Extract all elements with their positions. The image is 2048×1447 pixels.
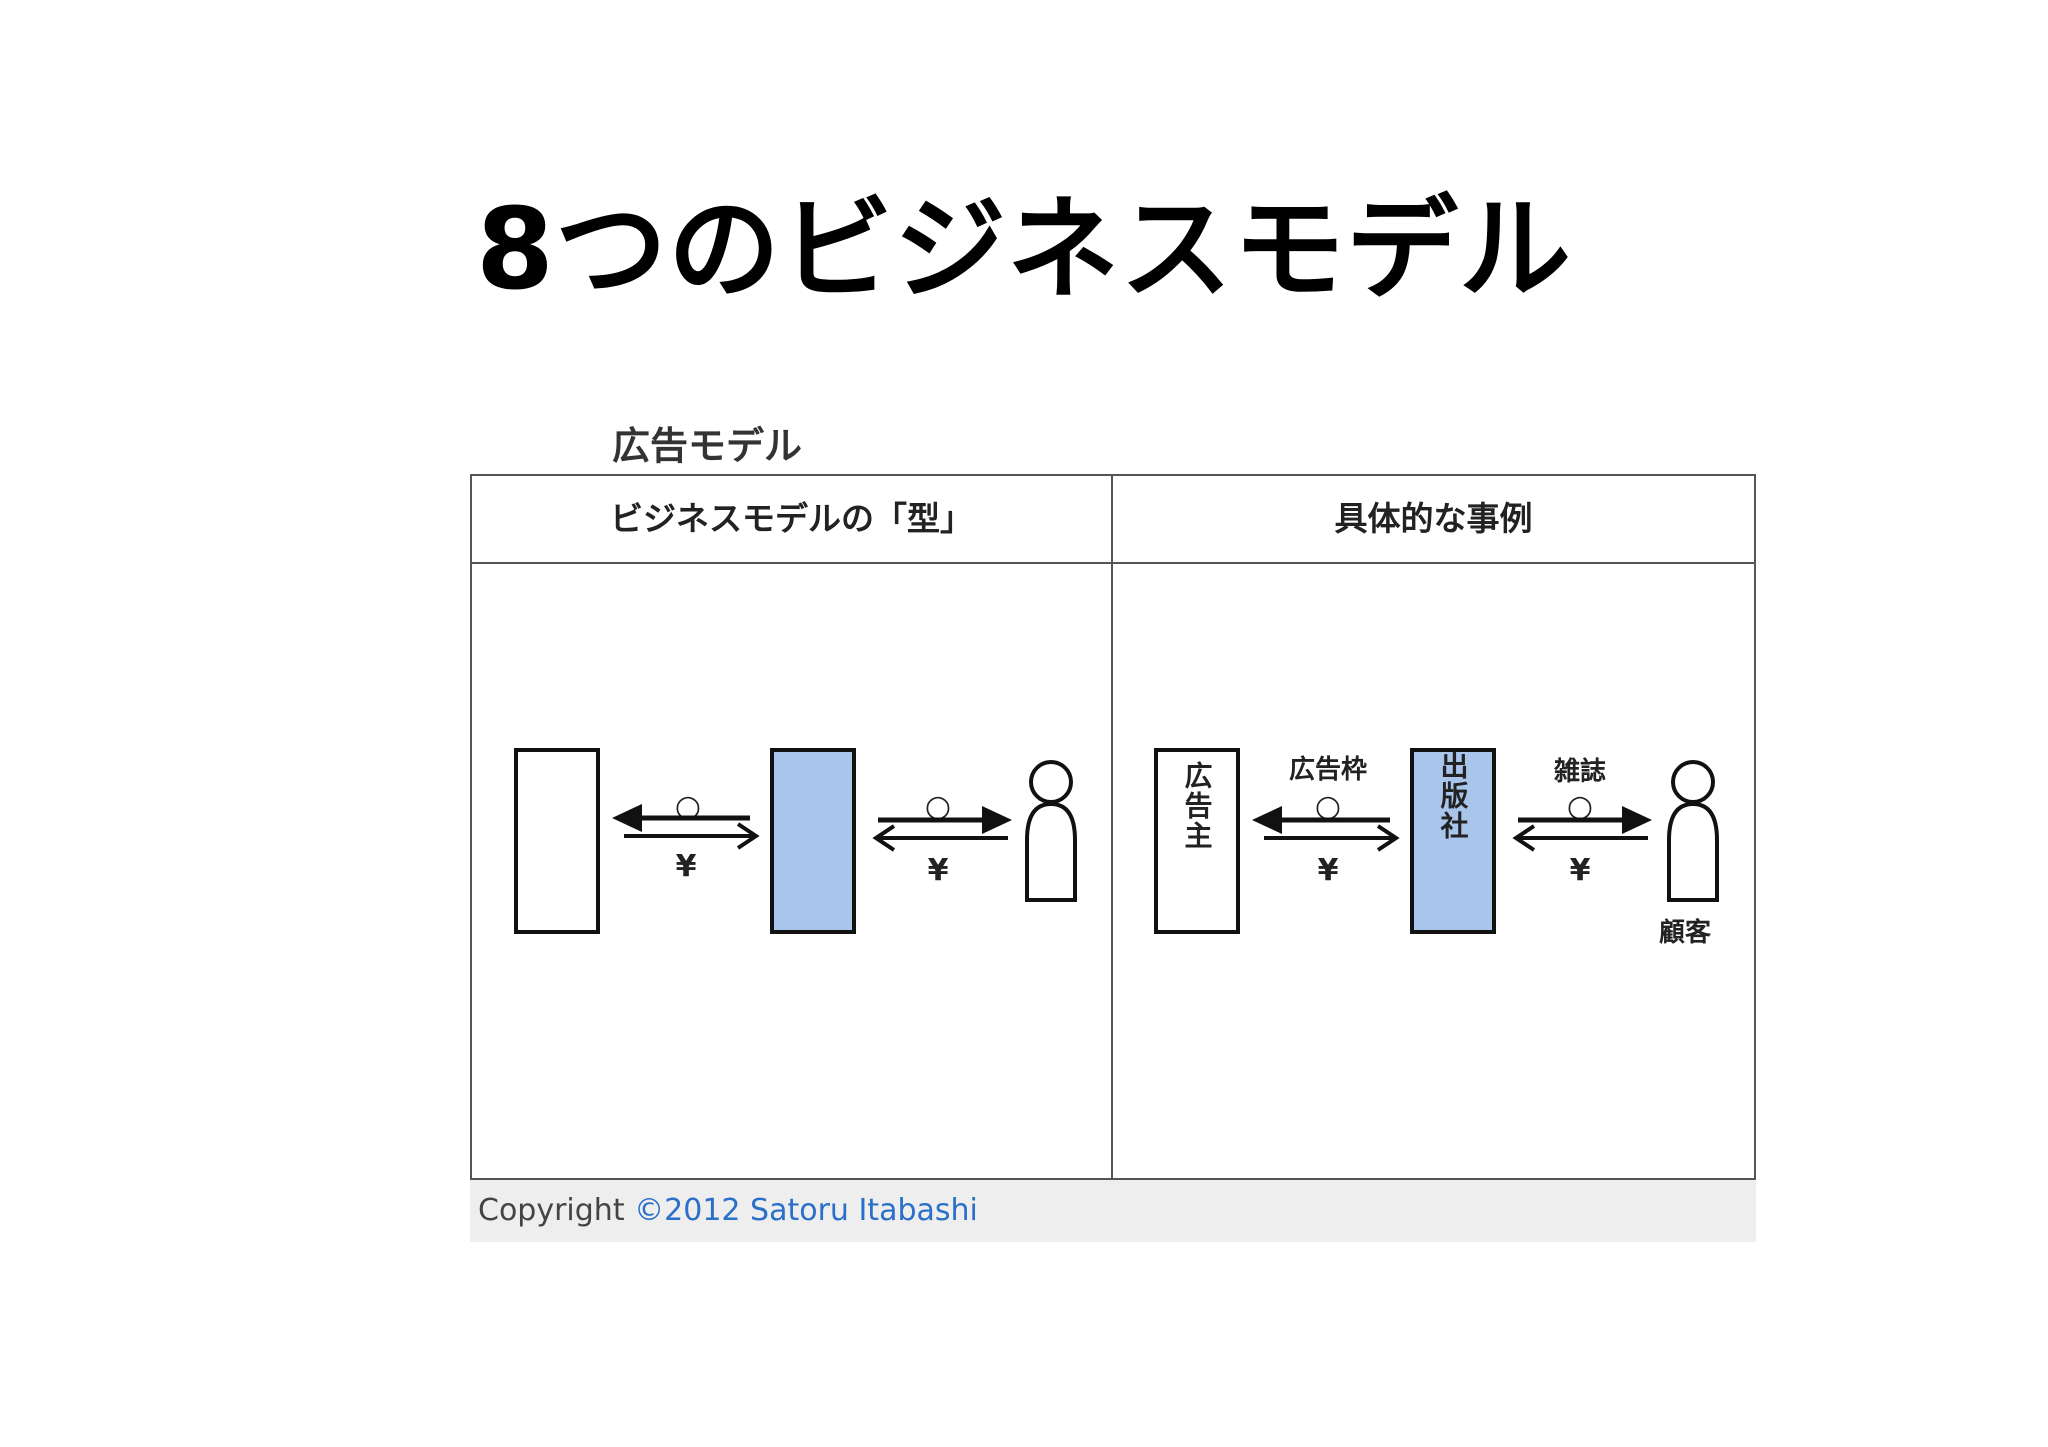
generic-left-money-symbol: ¥ bbox=[676, 849, 697, 884]
generic-left-exchange: ○ ¥ bbox=[612, 789, 760, 884]
copyright-owner: ©2012 Satoru Itabashi bbox=[634, 1193, 978, 1228]
generic-left-money-arrowhead bbox=[736, 822, 760, 850]
customer-money-symbol: ¥ bbox=[1570, 853, 1591, 888]
customer-icon bbox=[1667, 760, 1719, 902]
generic-customer-icon bbox=[1025, 760, 1077, 902]
advertiser-money-symbol: ¥ bbox=[1318, 853, 1339, 888]
column-divider bbox=[1111, 476, 1113, 1178]
generic-right-money-arrowhead bbox=[872, 824, 896, 852]
right-column-header: 具体的な事例 bbox=[1334, 499, 1533, 538]
copyright-label: Copyright bbox=[478, 1193, 625, 1228]
generic-right-money-symbol: ¥ bbox=[928, 853, 949, 888]
figure-title: 広告モデル bbox=[612, 424, 803, 468]
publisher-box bbox=[1410, 748, 1496, 934]
advertiser-box bbox=[1154, 748, 1240, 934]
diagram-canvas: ○ ¥ ○ ¥ 広告主 bbox=[514, 748, 1719, 948]
ad-space-label: 広告枠 bbox=[1289, 754, 1367, 785]
generic-right-service-arrowhead bbox=[982, 806, 1012, 834]
left-column-header: ビジネスモデルの「型」 bbox=[610, 499, 973, 538]
generic-right-exchange: ○ ¥ bbox=[872, 789, 1012, 888]
customer-label: 顧客 bbox=[1659, 917, 1712, 948]
advertiser-service-arrowhead bbox=[1252, 806, 1282, 834]
customer-exchange: 雑誌 ○ ¥ bbox=[1512, 756, 1652, 888]
slide-title: 8つのビジネスモデル bbox=[476, 185, 1572, 315]
header-divider bbox=[472, 562, 1754, 564]
customer-service-arrowhead bbox=[1622, 806, 1652, 834]
publisher-label: 出版社 bbox=[1437, 751, 1470, 841]
generic-advertiser-box bbox=[514, 748, 600, 934]
copyright-footer: Copyright ©2012 Satoru Itabashi bbox=[470, 1180, 1756, 1242]
customer-money-arrowhead bbox=[1512, 824, 1536, 852]
example-model-panel: 広告主 広告枠 ○ ¥ 出版社 雑誌 ○ ¥ bbox=[1154, 748, 1719, 948]
advertiser-money-arrowhead bbox=[1376, 824, 1400, 852]
magazine-label: 雑誌 bbox=[1553, 756, 1606, 787]
generic-model-panel: ○ ¥ ○ ¥ bbox=[514, 748, 1077, 934]
generic-publisher-box bbox=[770, 748, 856, 934]
advertiser-exchange: 広告枠 ○ ¥ bbox=[1252, 754, 1400, 888]
generic-left-service-arrowhead bbox=[612, 804, 642, 832]
model-diagram-table: ビジネスモデルの「型」 具体的な事例 ○ ¥ ○ bbox=[470, 474, 1756, 1180]
advertiser-label: 広告主 bbox=[1181, 761, 1214, 851]
